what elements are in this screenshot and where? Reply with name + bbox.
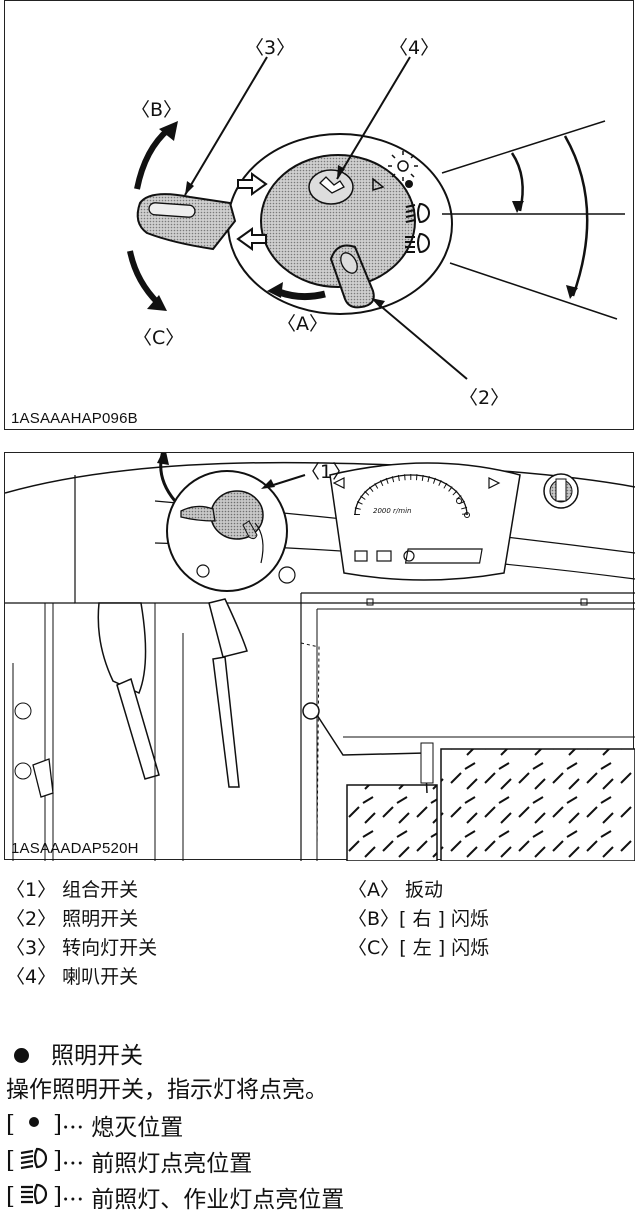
legend-item: 〈1〉 组合开关: [6, 879, 139, 901]
section-description: 操作照明开关，指示灯将点亮。: [6, 1077, 328, 1103]
callout-B: 〈B〉: [131, 99, 183, 121]
cab-location-art: 2000 r/min: [5, 453, 635, 861]
state-off-row: [ ] ··· 熄灭位置: [6, 1108, 183, 1142]
gauge-text: 2000 r/min: [373, 507, 411, 515]
callout-A: 〈A〉: [277, 313, 328, 335]
legend-item: 〈4〉 喇叭开关: [6, 966, 139, 988]
callout-1: 〈1〉: [301, 461, 352, 483]
legend-item: 〈B〉[ 右 ] 闪烁: [348, 908, 489, 930]
state-headlight-row: [ ] ··· 前照灯点亮位置: [6, 1144, 252, 1178]
low-beam-symbol: [405, 202, 430, 224]
callout-3: 〈3〉: [245, 37, 296, 59]
callout-2: 〈2〉: [459, 387, 510, 409]
high-beam-icon: [15, 1182, 53, 1212]
switch-diagram-art: [127, 56, 625, 380]
bracket-close: ]: [52, 1184, 62, 1210]
bullet-icon: [14, 1047, 29, 1063]
callout-C: 〈C〉: [133, 327, 185, 349]
figure-code: 1ASAAAHAP096B: [11, 410, 138, 427]
switch-diagram-figure: 〈3〉 〈4〉 〈B〉 〈C〉 〈A〉 〈2〉 1ASAAAHAP096B: [4, 0, 634, 430]
section-heading-text: 照明开关: [51, 1043, 143, 1069]
callout-4: 〈4〉: [389, 37, 440, 59]
state-text: ··· 前照灯、作业灯点亮位置: [61, 1187, 345, 1213]
section-heading: 照明开关: [6, 1036, 143, 1070]
state-text: ··· 前照灯点亮位置: [61, 1151, 253, 1177]
low-beam-icon: [15, 1146, 53, 1176]
legend-item: 〈3〉 转向灯开关: [6, 937, 158, 959]
dot-icon: [15, 1112, 53, 1138]
bracket-open: [: [6, 1184, 15, 1210]
legend-right: 〈A〉 扳动 〈B〉[ 右 ] 闪烁 〈C〉[ 左 ] 闪烁: [348, 876, 489, 963]
cab-location-figure: 2000 r/min 〈1〉 1ASAAADAP520H: [4, 452, 635, 861]
figure-code: 1ASAAADAP520H: [11, 840, 139, 857]
state-worklight-row: [ ] ··· 前照灯、作业灯点亮位置: [6, 1180, 344, 1214]
bracket-close: ]: [52, 1148, 62, 1174]
bracket-open: [: [6, 1148, 15, 1174]
state-text: ··· 熄灭位置: [61, 1115, 184, 1141]
bracket-close: ]: [52, 1112, 62, 1138]
bracket-open: [: [6, 1112, 15, 1138]
legend-item: 〈C〉[ 左 ] 闪烁: [348, 937, 490, 959]
high-beam-symbol: [405, 232, 430, 254]
legend-left: 〈1〉 组合开关 〈2〉 照明开关 〈3〉 转向灯开关 〈4〉 喇叭开关: [6, 876, 157, 992]
legend-item: 〈A〉 扳动: [348, 879, 444, 901]
legend-item: 〈2〉 照明开关: [6, 908, 139, 930]
